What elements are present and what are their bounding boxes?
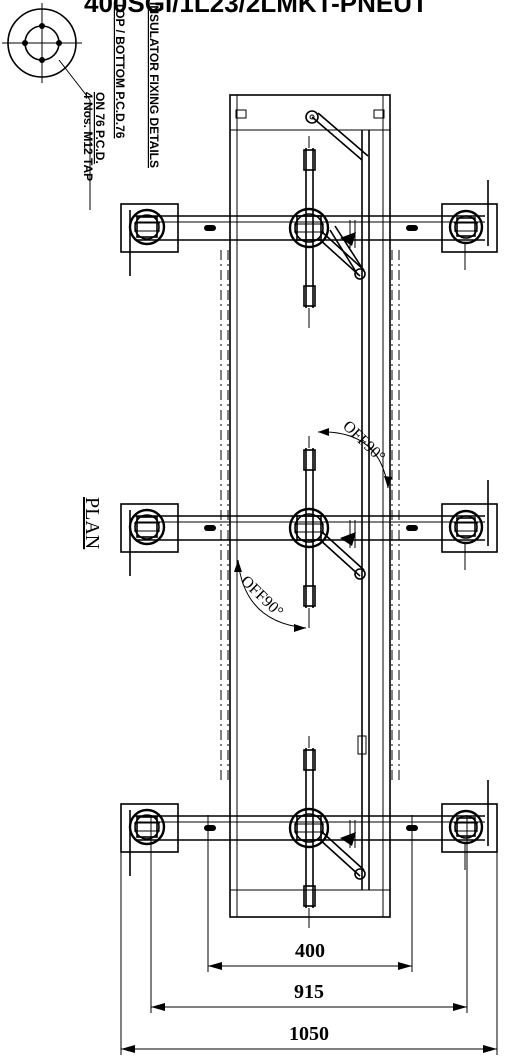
off-label-lower: OFF90° <box>237 573 286 621</box>
dimension-400: 400 <box>295 940 325 962</box>
top-linkage <box>305 110 369 276</box>
tap-note-line1: 4 Nos. M12 TAP <box>81 92 95 181</box>
pole-assembly-1 <box>120 136 498 328</box>
insulator-note-line1: INSULATOR FIXING DETAILS <box>147 2 161 168</box>
base-frame <box>220 94 400 918</box>
drawing-title: 400SGI/1L23/2LMKT-PNEUT <box>84 0 428 18</box>
off-label-upper: OFF90° <box>339 418 388 466</box>
pole-assembly-2 <box>120 436 498 628</box>
off-arc-upper <box>317 428 392 489</box>
view-label: PLAN <box>81 497 103 549</box>
dimension-lines <box>120 815 498 1055</box>
off-arc-lower <box>234 559 307 632</box>
insulator-detail <box>2 3 91 210</box>
insulator-note-line2: TOP / BOTTOM P.C.D.76 <box>113 2 127 139</box>
tap-note-line2: ON 76 P.C.D. <box>93 92 107 164</box>
dimension-1050: 1050 <box>289 1023 329 1045</box>
pole-assembly-3 <box>120 736 498 928</box>
dimension-915: 915 <box>294 981 324 1003</box>
